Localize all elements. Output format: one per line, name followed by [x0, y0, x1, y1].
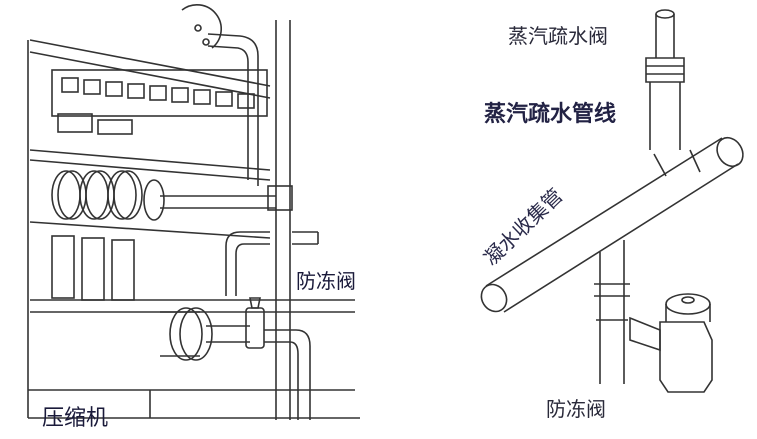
lower-header: [160, 311, 200, 357]
drop-pipe: [225, 231, 270, 296]
lower-flange: [169, 307, 203, 361]
pipe-horizontal: [160, 195, 276, 209]
valve-outlet: [264, 329, 311, 420]
panel-box: [51, 69, 268, 117]
tee-box: [267, 185, 293, 211]
antifreeze-valve-label-right: 防冻阀: [546, 397, 606, 421]
collector-stub: [653, 149, 701, 177]
drop-pipe-right: [599, 240, 625, 384]
riser: [275, 20, 291, 420]
compressor-label: 压缩机: [42, 406, 109, 431]
lower-slot: [57, 113, 93, 133]
antifreeze-valve-label-left: 防冻阀: [296, 269, 356, 293]
block-bars: [51, 235, 135, 301]
frame-top: [29, 39, 271, 99]
trap-top-pipe: [655, 14, 675, 58]
antifreeze-valve: [629, 293, 713, 393]
frame-bottom: [28, 389, 360, 419]
pipe-upper: [207, 33, 259, 186]
shelf-lines: [29, 149, 355, 313]
panel-slots: [61, 77, 255, 109]
disc-stack: [51, 170, 165, 221]
steam-trap-line-label: 蒸汽疏水管线: [484, 102, 617, 127]
lower-slot-2: [97, 119, 133, 135]
steam-trap-valve-label: 蒸汽疏水阀: [508, 24, 608, 48]
top-flange: [181, 3, 222, 49]
collector-pipe: [480, 136, 744, 313]
trap-valve-body: [645, 57, 685, 150]
lower-pipe: [206, 325, 250, 343]
branch-valve: [292, 231, 319, 245]
